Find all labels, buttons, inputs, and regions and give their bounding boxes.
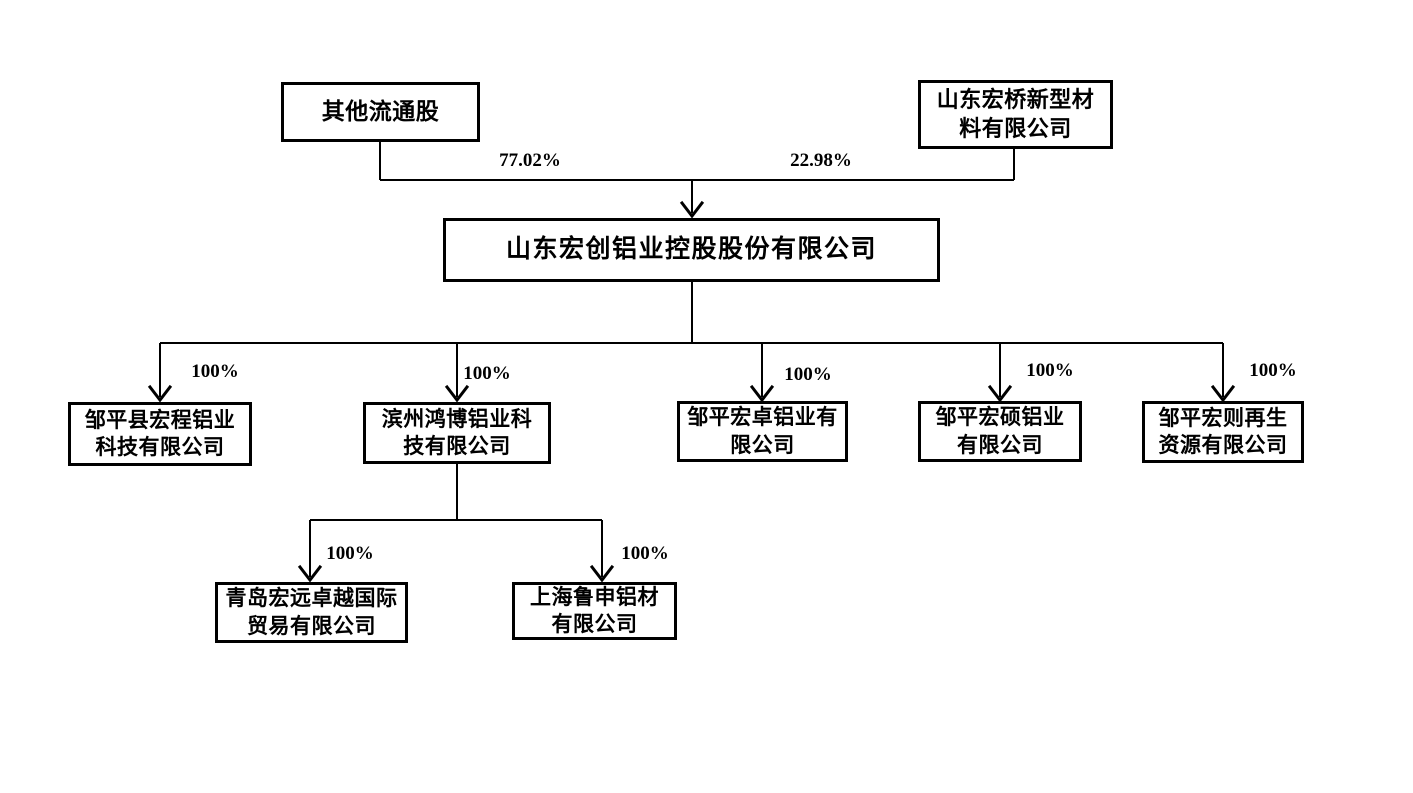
ownership-label-sub5: 100% — [1249, 360, 1297, 381]
node-label: 贸易有限公司 — [247, 613, 376, 638]
node-label: 邹平宏卓铝业有 — [687, 405, 838, 430]
node-label: 资源有限公司 — [1158, 433, 1288, 457]
arrowhead-sub3 — [749, 384, 775, 403]
ownership-label-gc1: 100% — [326, 543, 374, 564]
arrowhead-gc2 — [589, 564, 615, 583]
arrowhead-sub2 — [444, 384, 470, 403]
ownership-label-sub2: 100% — [463, 363, 511, 384]
arrowhead-company — [679, 200, 705, 219]
node-other-circulating-shares: 其他流通股 — [281, 82, 480, 142]
node-shandong-hongchuang-holding: 山东宏创铝业控股股份有限公司 — [443, 218, 940, 282]
node-label: 料有限公司 — [959, 115, 1072, 141]
node-label: 山东宏桥新型材 — [936, 86, 1095, 112]
node-label: 邹平宏则再生 — [1158, 405, 1288, 430]
arrowhead-sub1 — [147, 384, 173, 403]
node-label: 科技有限公司 — [95, 435, 225, 459]
node-label: 滨州鸿博铝业科 — [381, 406, 533, 431]
node-shandong-hongqiao-material: 山东宏桥新型材 料有限公司 — [918, 80, 1113, 149]
ownership-label-sub4: 100% — [1026, 360, 1074, 381]
ownership-label-other-shares: 77.02% — [499, 150, 561, 171]
node-zouping-hongshuo-aluminum: 邹平宏硕铝业 有限公司 — [918, 401, 1082, 462]
node-label: 限公司 — [730, 432, 795, 457]
arrowhead-sub5 — [1210, 384, 1236, 403]
node-label: 有限公司 — [957, 432, 1043, 457]
node-label: 邹平宏硕铝业 — [935, 405, 1065, 430]
node-qingdao-hongyuan-trading: 青岛宏远卓越国际 贸易有限公司 — [215, 582, 408, 643]
node-label: 邹平县宏程铝业 — [84, 407, 236, 432]
arrowhead-gc1 — [297, 564, 323, 583]
node-label: 山东宏创铝业控股股份有限公司 — [505, 235, 877, 263]
ownership-label-hongqiao: 22.98% — [790, 150, 852, 171]
node-zouping-hongzhuo-aluminum: 邹平宏卓铝业有 限公司 — [677, 401, 848, 462]
node-zouping-hongcheng-aluminum: 邹平县宏程铝业 科技有限公司 — [68, 402, 252, 466]
node-shanghai-lushen-aluminum: 上海鲁申铝材 有限公司 — [512, 582, 677, 640]
ownership-label-gc2: 100% — [621, 543, 669, 564]
node-binzhou-hongbo-aluminum: 滨州鸿博铝业科 技有限公司 — [363, 402, 551, 464]
node-label: 技有限公司 — [403, 434, 511, 458]
node-label: 其他流通股 — [321, 99, 440, 125]
node-label: 上海鲁申铝材 — [530, 584, 659, 609]
ownership-label-sub3: 100% — [784, 364, 832, 385]
node-label: 青岛宏远卓越国际 — [225, 586, 398, 611]
node-label: 有限公司 — [551, 612, 638, 636]
ownership-label-sub1: 100% — [191, 361, 239, 382]
arrowhead-sub4 — [987, 384, 1013, 403]
node-zouping-hongze-recycling: 邹平宏则再生 资源有限公司 — [1142, 401, 1304, 463]
